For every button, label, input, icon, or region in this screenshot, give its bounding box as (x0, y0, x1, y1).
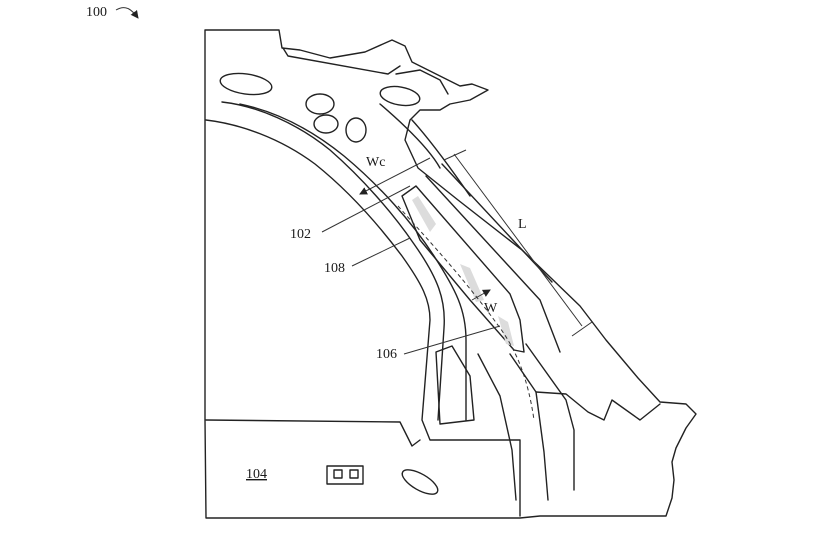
label-l: L (518, 217, 527, 232)
label-106: 106 (376, 347, 397, 362)
figure-number-label: 100 (86, 5, 107, 20)
label-wc: Wc (366, 155, 385, 170)
pillar-outline (204, 29, 697, 519)
upper-panel-openings (219, 72, 421, 143)
dimension-lines (359, 149, 593, 337)
leader-lines (321, 185, 501, 355)
label-102: 102 (290, 227, 311, 242)
label-104: 104 (246, 467, 267, 482)
label-w: W (484, 301, 498, 316)
lower-features (326, 345, 475, 495)
label-108: 108 (324, 261, 345, 276)
pillar-reinforcement (397, 163, 661, 501)
figure-pointer-arrow (115, 7, 139, 19)
